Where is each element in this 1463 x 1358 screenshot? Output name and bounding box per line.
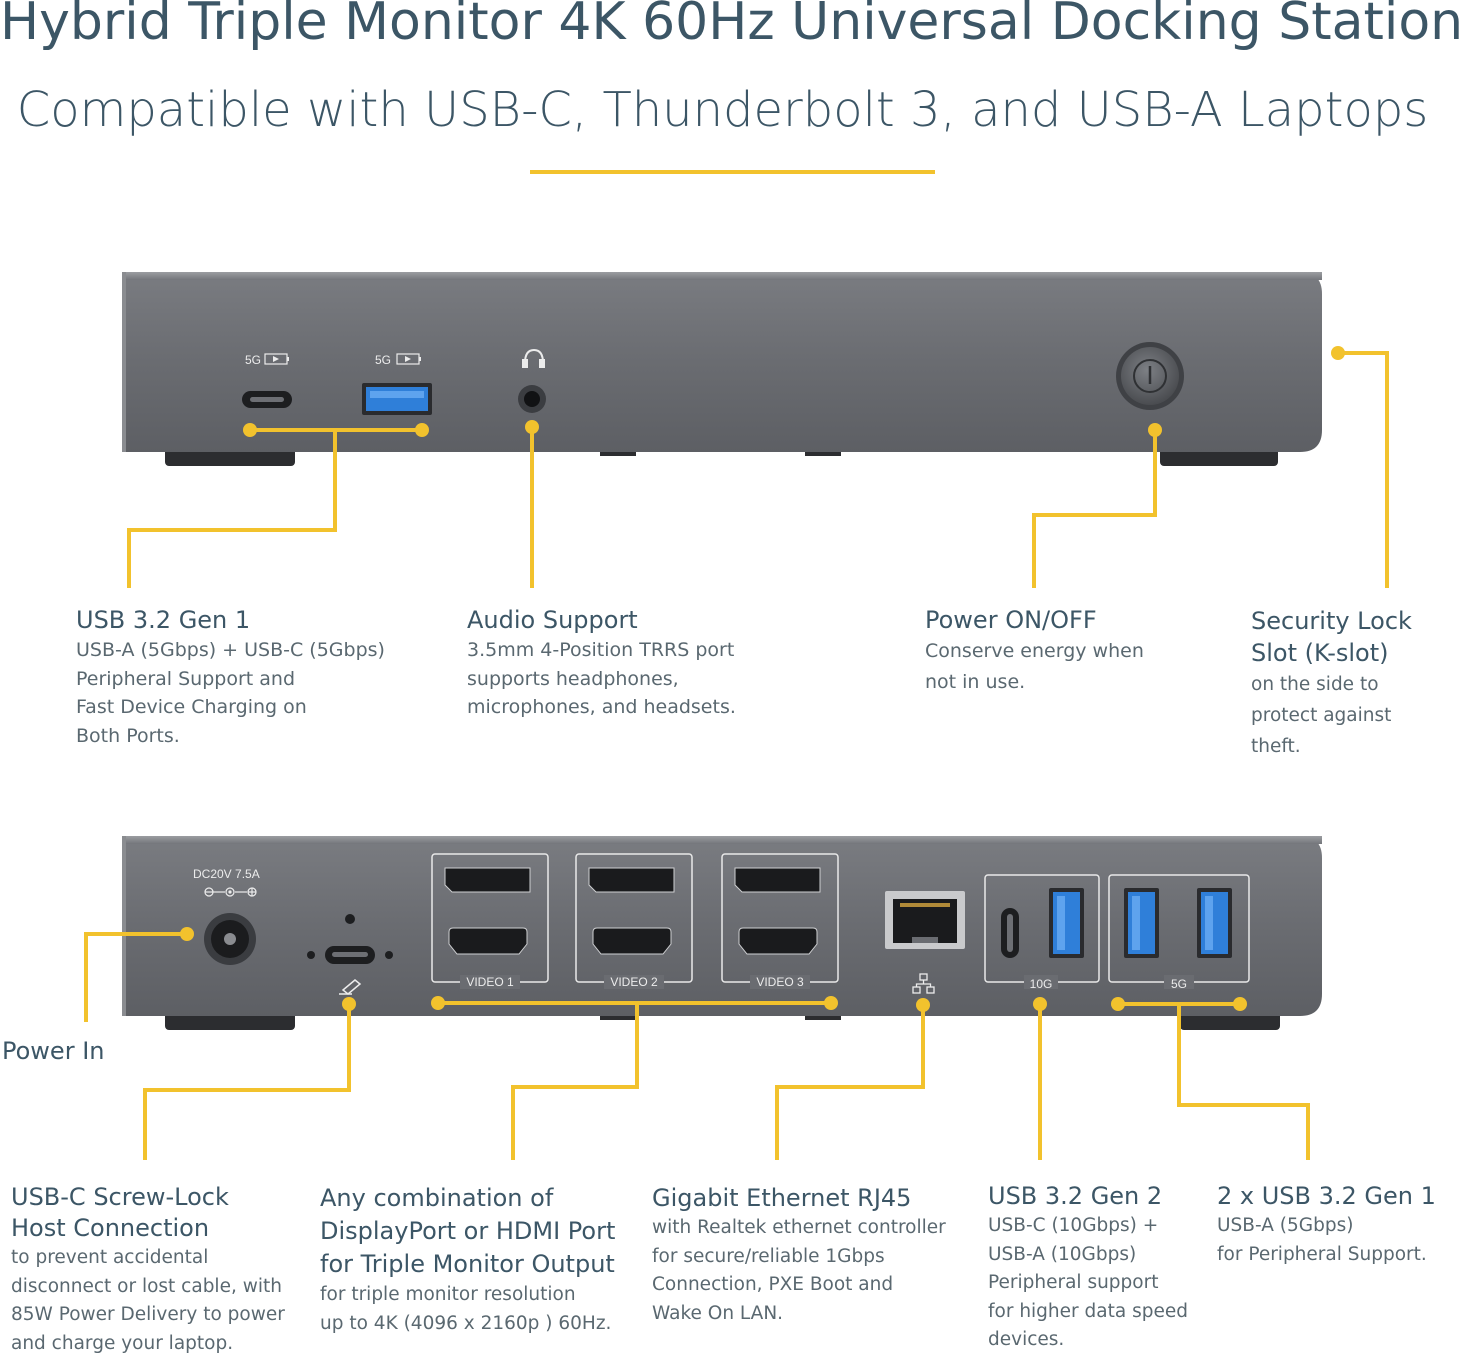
callout-body-line: Conserve energy when: [925, 640, 1144, 662]
network-icon: [912, 973, 935, 994]
front-foot-right: [1160, 448, 1278, 466]
callout-heading: USB-C Screw-Lock: [11, 1183, 229, 1211]
audio-jack: [518, 385, 546, 413]
ethernet-port: [885, 891, 965, 949]
callout-body-line: protect against theft.: [1251, 705, 1392, 757]
callout-heading: for Triple Monitor Output: [320, 1250, 615, 1278]
callout-body-line: USB-A (10Gbps): [988, 1243, 1137, 1265]
callout-heading: Audio Support: [467, 606, 638, 634]
title-underline: [530, 170, 935, 174]
callout-body-line: not in use.: [925, 671, 1026, 693]
video-2-label: VIDEO 2: [610, 975, 658, 989]
callout-heading: 2 x USB 3.2 Gen 1: [1217, 1182, 1436, 1210]
power-rating: DC20V 7.5A: [193, 867, 260, 881]
callout-heading: DisplayPort or HDMI Port: [320, 1217, 616, 1245]
callout-body-line: 3.5mm 4-Position TRRS port: [467, 639, 735, 661]
front-usb-a-port: [362, 383, 432, 415]
dc-power-jack: [204, 913, 256, 965]
video-port-group-3: [721, 853, 839, 983]
callout-heading: USB 3.2 Gen 2: [988, 1182, 1163, 1210]
callout-heading: USB 3.2 Gen 1: [76, 606, 251, 634]
front-leader-dots: [243, 346, 1345, 437]
callout-body-line: disconnect or lost cable, with: [11, 1275, 282, 1297]
callout-body-line: 85W Power Delivery to power: [11, 1304, 285, 1325]
page-subtitle: Compatible with USB-C, Thunderbolt 3, an…: [16, 82, 1429, 138]
callout-body-line: Connection, PXE Boot and: [652, 1274, 894, 1295]
rear-usb-c-host-port: [307, 914, 393, 964]
usb-10g-label: 10G: [1030, 977, 1053, 991]
callout-video: Any combination of DisplayPort or HDMI P…: [320, 1182, 640, 1338]
callout-heading: Gigabit Ethernet RJ45: [652, 1184, 912, 1212]
callout-body-line: Fast Device Charging on: [76, 696, 307, 718]
front-foot-left: [165, 448, 295, 466]
video-1-label: VIDEO 1: [466, 975, 514, 989]
callout-body-line: on the side to: [1251, 674, 1379, 695]
callout-heading: Any combination of: [320, 1184, 554, 1212]
callout-body-line: devices.: [988, 1329, 1065, 1350]
callout-heading: Security Lock: [1251, 607, 1412, 635]
video-port-group-1: [431, 853, 549, 983]
callout-body-line: USB-A (5Gbps) + USB-C (5Gbps): [76, 639, 385, 661]
callout-ethernet: Gigabit Ethernet RJ45 with Realtek ether…: [652, 1182, 972, 1328]
callout-body-line: supports headphones,: [467, 667, 679, 690]
callout-body-line: for secure/reliable 1Gbps: [652, 1245, 885, 1267]
rear-leader-dots: [180, 927, 1247, 1012]
front-usb-c-port: [242, 391, 292, 408]
callout-body-line: Both Ports.: [76, 724, 180, 747]
rear-leader-lines: [84, 932, 1310, 1160]
video-3-label: VIDEO 3: [756, 975, 804, 989]
callout-body-line: microphones, and headsets.: [467, 696, 736, 718]
callout-body-line: up to 4K (4096 x 2160p ) 60Hz.: [320, 1312, 612, 1334]
callout-body-line: USB-A (5Gbps): [1217, 1215, 1354, 1236]
callout-body-line: with Realtek ethernet controller: [652, 1217, 946, 1238]
callout-body-line: Wake On LAN.: [652, 1302, 784, 1324]
callout-heading: Power ON/OFF: [925, 606, 1097, 634]
callout-usb-gen2: USB 3.2 Gen 2 USB-C (10Gbps) + USB-A (10…: [988, 1180, 1208, 1355]
callout-usbc-host: USB-C Screw-Lock Host Connection to prev…: [11, 1182, 306, 1358]
callout-body-line: Peripheral support: [988, 1272, 1159, 1293]
callout-security-slot: Security Lock Slot (K-slot) on the side …: [1251, 605, 1445, 762]
callout-power-switch: Power ON/OFF Conserve energy when not in…: [925, 604, 1185, 698]
callout-power-in: Power In: [2, 1035, 142, 1067]
usb-10g-port-group: [984, 874, 1100, 983]
callout-usb-gen1-front: USB 3.2 Gen 1 USB-A (5Gbps) + USB-C (5Gb…: [76, 604, 396, 750]
callout-body-line: and charge your laptop.: [11, 1332, 234, 1354]
callout-heading: Slot (K-slot): [1251, 639, 1389, 667]
callout-body-line: for Peripheral Support.: [1217, 1243, 1427, 1265]
callout-body-line: for higher data speed: [988, 1300, 1188, 1322]
power-icon: [1116, 342, 1184, 410]
headset-icon: [522, 348, 545, 368]
callout-body-line: USB-C (10Gbps) +: [988, 1215, 1159, 1236]
laptop-icon: [339, 979, 362, 995]
callout-body-line: Peripheral Support and: [76, 667, 296, 690]
callout-heading: Host Connection: [11, 1214, 210, 1242]
front-usbc-speed: 5G: [245, 353, 261, 367]
battery-charge-icon: [264, 353, 289, 365]
front-usba-speed: 5G: [375, 353, 391, 367]
video-port-group-2: [575, 853, 693, 983]
usb-5g-label: 5G: [1171, 977, 1187, 991]
front-leader-lines: [127, 351, 1389, 588]
polarity-icon: [204, 887, 257, 897]
callout-body-line: for triple monitor resolution: [320, 1284, 576, 1305]
callout-body-line: to prevent accidental: [11, 1247, 209, 1268]
battery-charge-icon: [396, 353, 421, 365]
callout-usb-gen1-rear: 2 x USB 3.2 Gen 1 USB-A (5Gbps) for Peri…: [1217, 1180, 1443, 1269]
callout-audio: Audio Support 3.5mm 4-Position TRRS port…: [467, 604, 767, 722]
page-title: Hybrid Triple Monitor 4K 60Hz Universal …: [0, 0, 1463, 52]
callout-heading: Power In: [2, 1037, 105, 1065]
